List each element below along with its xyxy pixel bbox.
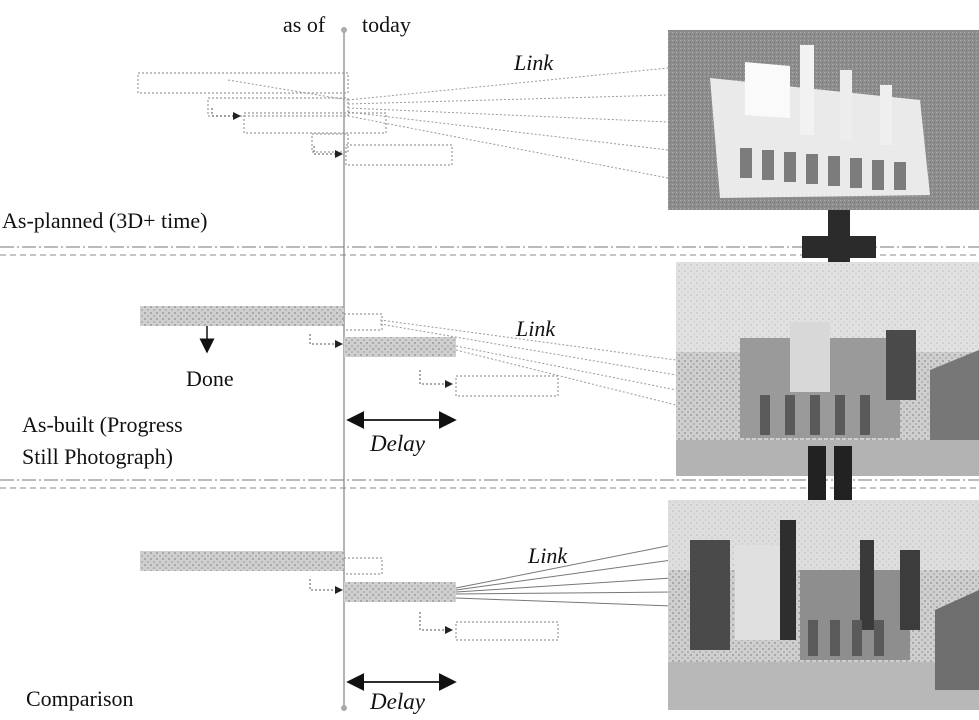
comparison-task-bar: [456, 622, 558, 640]
built-dependency-arrow: [420, 370, 452, 384]
planned-link-lines: [228, 68, 668, 178]
today-timeline-bottom-dot: [341, 705, 347, 711]
comparison-delay-label: Delay: [370, 690, 425, 713]
built-delay-label: Delay: [370, 432, 425, 455]
as-of-label: as of: [283, 14, 325, 36]
comparison-overlay-image: [668, 500, 979, 710]
built-section-title-line1: As-built (Progress: [22, 414, 183, 436]
comparison-task-bar: [344, 558, 382, 574]
comparison-link-label: Link: [528, 545, 567, 567]
planned-dependency-arrow: [314, 146, 342, 154]
built-link-label: Link: [516, 318, 555, 340]
planned-task-bar: [138, 73, 348, 93]
comparison-dependency-arrow: [310, 579, 342, 590]
built-task-bar: [456, 376, 558, 396]
comparison-section-title: Comparison: [26, 688, 134, 710]
built-section-title-line2: Still Photograph): [22, 446, 173, 468]
built-task-bar: [344, 314, 382, 330]
planned-task-bar: [346, 145, 452, 165]
planned-link-label: Link: [514, 52, 553, 74]
today-timeline-top-dot: [341, 27, 347, 33]
built-done-bar: [140, 306, 344, 326]
planned-3d-model-image: [668, 30, 979, 210]
planned-dependency-arrow: [212, 108, 240, 116]
planned-task-bar: [312, 134, 348, 152]
built-dependency-arrow: [310, 334, 342, 344]
comparison-dependency-arrow: [420, 612, 452, 630]
built-delayed-bar: [344, 337, 456, 357]
planned-section-title: As-planned (3D+ time): [2, 210, 207, 232]
as-built-photo-image: [676, 262, 979, 476]
comparison-done-bar: [140, 551, 344, 571]
today-label: today: [362, 14, 411, 36]
comparison-delayed-bar: [344, 582, 456, 602]
done-label: Done: [186, 368, 234, 390]
